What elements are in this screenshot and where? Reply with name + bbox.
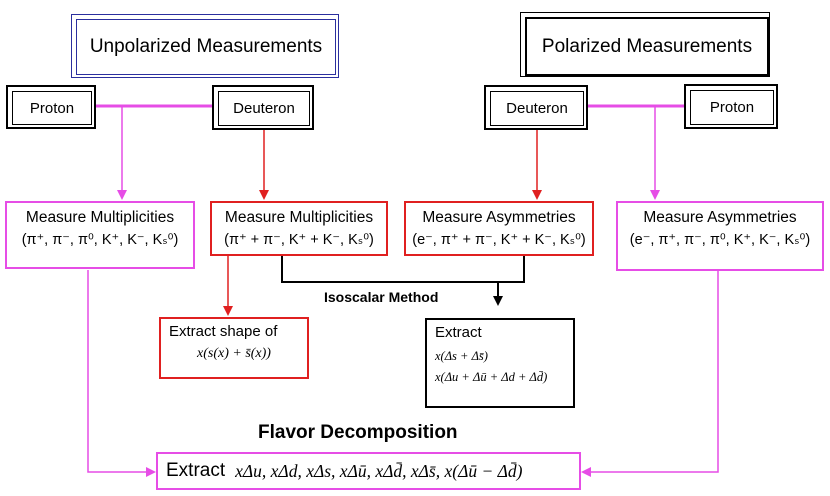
arrow-asym-to-final <box>581 271 719 477</box>
box-mult-deuteron: Measure Multiplicities (π⁺ + π⁻, K⁺ + K⁻… <box>210 201 388 256</box>
polarized-header-label: Polarized Measurements <box>541 35 753 57</box>
target-proton-left: Proton <box>6 85 96 129</box>
unpolarized-header-label: Unpolarized Measurements <box>89 36 323 57</box>
box-mult-proton: Measure Multiplicities (π⁺, π⁻, π⁰, K⁺, … <box>5 201 195 269</box>
box-extract-shape: Extract shape of x(s(x) + s̄(x)) <box>159 317 309 379</box>
extract-shape-title: Extract shape of <box>169 323 278 340</box>
extract-mid-formula-1: x(Δs + Δs̄) <box>435 349 488 363</box>
box-asym-proton: Measure Asymmetries (e⁻, π⁺, π⁻, π⁰, K⁺,… <box>616 201 824 271</box>
box-mult-proton-title: Measure Multiplicities <box>25 209 175 226</box>
target-deuteron-left: Deuteron <box>212 85 314 130</box>
extract-final-label: Extract <box>166 460 226 481</box>
box-asym-proton-particles: (e⁻, π⁺, π⁻, π⁰, K⁺, K⁻, Kₛ⁰) <box>629 232 811 248</box>
flavor-decomposition-title: Flavor Decomposition <box>258 422 458 443</box>
target-proton-right: Proton <box>684 84 778 129</box>
unpolarized-header: Unpolarized Measurements <box>71 14 339 78</box>
arrow-proton-to-final <box>87 270 156 477</box>
polarized-header: Polarized Measurements <box>520 12 770 77</box>
box-mult-deuteron-particles: (π⁺ + π⁻, K⁺ + K⁻, Kₛ⁰) <box>224 232 374 248</box>
box-mult-deuteron-title: Measure Multiplicities <box>224 209 374 226</box>
box-asym-proton-title: Measure Asymmetries <box>643 209 797 226</box>
target-deuteron-right: Deuteron <box>484 85 588 130</box>
box-mult-proton-particles: (π⁺, π⁻, π⁰, K⁺, K⁻, Kₛ⁰) <box>21 232 179 248</box>
extract-final-formula: xΔu, xΔd, xΔs, xΔū, xΔd̄, xΔs̄, x(Δū − Δ… <box>235 460 523 481</box>
isoscalar-method-label: Isoscalar Method <box>324 289 439 305</box>
box-asym-deuteron-particles: (e⁻, π⁺ + π⁻, K⁺ + K⁻, Kₛ⁰) <box>412 232 586 248</box>
isoscalar-bracket <box>281 256 525 283</box>
extract-shape-formula: x(s(x) + s̄(x)) <box>197 346 271 361</box>
target-proton-left-label: Proton <box>29 99 75 117</box>
box-asym-deuteron-title: Measure Asymmetries <box>422 209 576 226</box>
extract-mid-title: Extract <box>435 324 482 341</box>
extract-mid-formula-2: x(Δu + Δū + Δd + Δd̄) <box>435 370 548 384</box>
target-deuteron-right-label: Deuteron <box>506 100 568 117</box>
target-deuteron-left-label: Deuteron <box>233 100 295 117</box>
box-extract-mid: Extract x(Δs + Δs̄) x(Δu + Δū + Δd + Δd̄… <box>425 318 575 408</box>
box-asym-deuteron: Measure Asymmetries (e⁻, π⁺ + π⁻, K⁺ + K… <box>404 201 594 256</box>
box-extract-final: Extract xΔu, xΔd, xΔs, xΔū, xΔd̄, xΔs̄, … <box>156 452 581 490</box>
target-proton-right-label: Proton <box>709 99 755 116</box>
